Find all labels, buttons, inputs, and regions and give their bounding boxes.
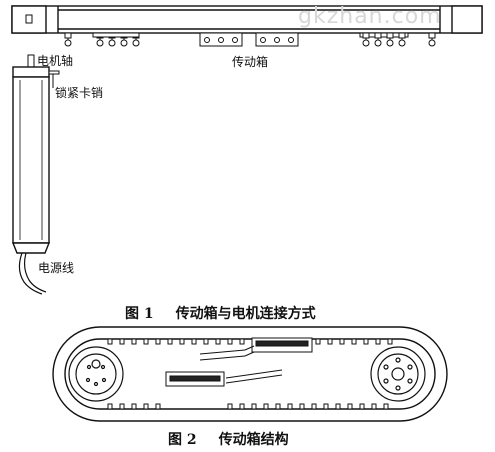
figure2-caption: 图 2 传动箱结构	[168, 429, 289, 449]
watermark: gkzhan.com	[298, 4, 442, 29]
belt-loop	[52, 326, 448, 422]
gearbox-label: 传动箱	[232, 55, 269, 69]
power-cord-label: 电源线	[38, 261, 75, 275]
lower-carriage	[165, 369, 283, 387]
left-pulley	[68, 346, 124, 402]
upper-carriage	[199, 337, 313, 361]
motor	[11, 54, 60, 295]
figure2-caption-number: 图 2	[168, 432, 197, 448]
curtain-track	[11, 5, 483, 34]
lock-pin-label: 锁紧卡销	[55, 86, 104, 100]
figure1-diagram	[11, 5, 483, 295]
gearbox-carriages	[199, 32, 299, 47]
figure1-caption-number: 图 1	[125, 306, 154, 322]
figure1-caption: 图 1 传动箱与电机连接方式	[125, 303, 316, 323]
right-pulley	[370, 346, 426, 402]
figure1-caption-text: 传动箱与电机连接方式	[175, 306, 316, 322]
belt-teeth	[107, 338, 393, 410]
track-runners-right	[359, 32, 436, 47]
motor-shaft-label: 电机轴	[37, 54, 74, 68]
figure2-caption-text: 传动箱结构	[218, 432, 289, 448]
track-runners-left	[64, 32, 140, 47]
